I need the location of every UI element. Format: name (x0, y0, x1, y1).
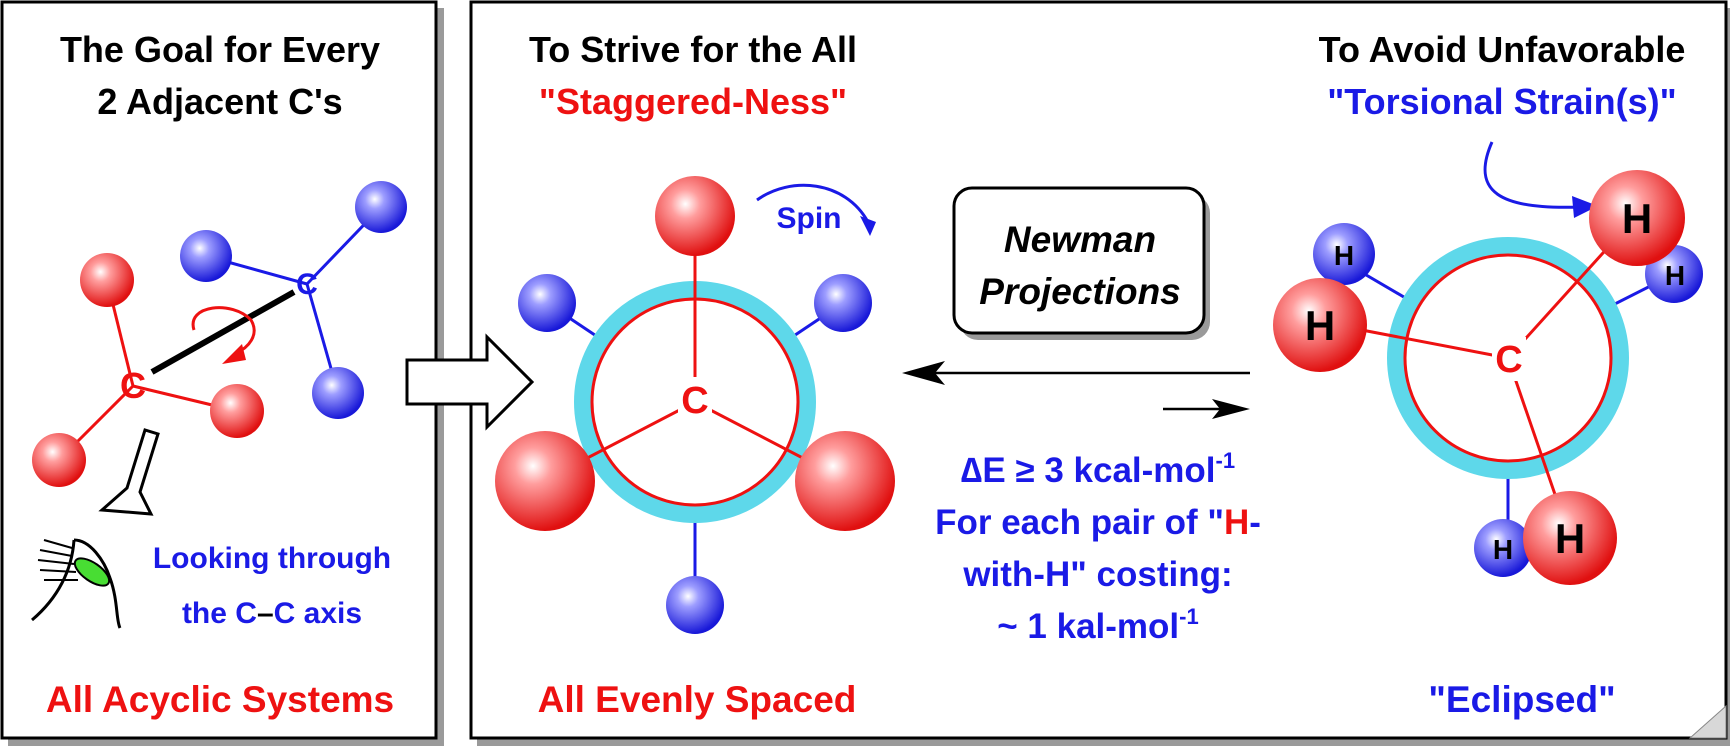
front-atom-up (80, 253, 134, 307)
pair-line2: with-H" costing: (962, 555, 1232, 594)
back-carbon-label: C (296, 268, 318, 301)
stag-front-atom-right (795, 431, 895, 531)
ecl-center-label: C (1495, 339, 1522, 381)
callout-line2: Projections (979, 271, 1181, 312)
stag-front-atom-up (655, 176, 735, 256)
energy-text: ∆E ≥ 3 kcal-mol-1 For each pair of "H- w… (935, 448, 1261, 646)
pair-line3: ~ 1 kal-mol-1 (997, 604, 1198, 646)
stag-front-atom-left (495, 431, 595, 531)
back-atom-left (180, 230, 232, 282)
front-carbon-label: C (120, 365, 146, 406)
left-panel-frame (0, 0, 444, 746)
stag-back-atom-down (666, 576, 724, 634)
view-direction-arrow (98, 428, 160, 516)
stag-back-atom-right (814, 274, 872, 332)
eye-icon (31, 538, 122, 629)
staggered-newman: C (495, 176, 895, 634)
eclipsed-title-line2: "Torsional Strain(s)" (1327, 81, 1677, 122)
ecl-front-h-down-label: H (1555, 515, 1585, 562)
back-atom-down (312, 367, 364, 419)
ecl-back-ring (1387, 237, 1629, 479)
callout-line1: Newman (1004, 219, 1156, 260)
back-atom-up (355, 181, 407, 233)
cc-bond (150, 289, 296, 375)
strain-pointer-arrow-head (1572, 196, 1598, 218)
newman-callout: Newman Projections (952, 186, 1210, 340)
equilibrium-arrow-left-head (902, 361, 945, 385)
staggered-title-line1: To Strive for the All (529, 29, 857, 70)
ecl-back-h-down-label: H (1493, 534, 1513, 565)
strain-pointer-arrow (1483, 141, 1581, 209)
staggered-title-line2: "Staggered-Ness" (539, 81, 847, 122)
looking-line1: Looking through (153, 542, 391, 575)
ecl-front-h-down (1523, 491, 1617, 585)
eclipsed-title-line1: To Avoid Unfavorable (1319, 29, 1686, 70)
spin-arrow-head (860, 216, 876, 236)
front-atom-right (210, 384, 264, 438)
ecl-front-h-up (1589, 170, 1685, 266)
eclipsed-newman: H H H H H H C (1273, 170, 1703, 585)
equilibrium-arrow-right-head (1212, 399, 1250, 419)
left-title-line2: 2 Adjacent C's (97, 81, 342, 122)
ecl-back-h-left-label: H (1334, 240, 1354, 271)
rotation-arrow (191, 306, 256, 355)
equilibrium-arrows (902, 361, 1250, 419)
ecl-front-h-left-label: H (1305, 302, 1335, 349)
stag-back-atom-left (518, 274, 576, 332)
left-title-line1: The Goal for Every (60, 29, 380, 70)
left-footer: All Acyclic Systems (46, 679, 394, 720)
ecl-front-h-left (1273, 278, 1367, 372)
stag-center-label: C (681, 380, 708, 422)
front-atom-down (32, 433, 86, 487)
eclipsed-footer: "Eclipsed" (1428, 679, 1615, 720)
staggered-footer: All Evenly Spaced (538, 679, 857, 720)
ecl-back-h-down (1474, 519, 1532, 577)
ecl-front-h-up-label: H (1622, 195, 1652, 242)
ecl-back-h-left (1313, 223, 1375, 285)
panel-transition-arrow (405, 333, 535, 431)
ecl-back-h-right-label: H (1665, 260, 1685, 291)
energy-delta: ∆E ≥ 3 kcal-mol-1 (961, 448, 1235, 490)
spin-label: Spin (777, 202, 842, 235)
pair-line1: For each pair of "H- (935, 503, 1261, 542)
looking-line2: the C–C axis (182, 597, 362, 630)
ethane-3d-model: C C (32, 181, 407, 487)
rotation-arrow-head (222, 344, 246, 364)
spin-arrow (756, 183, 870, 223)
